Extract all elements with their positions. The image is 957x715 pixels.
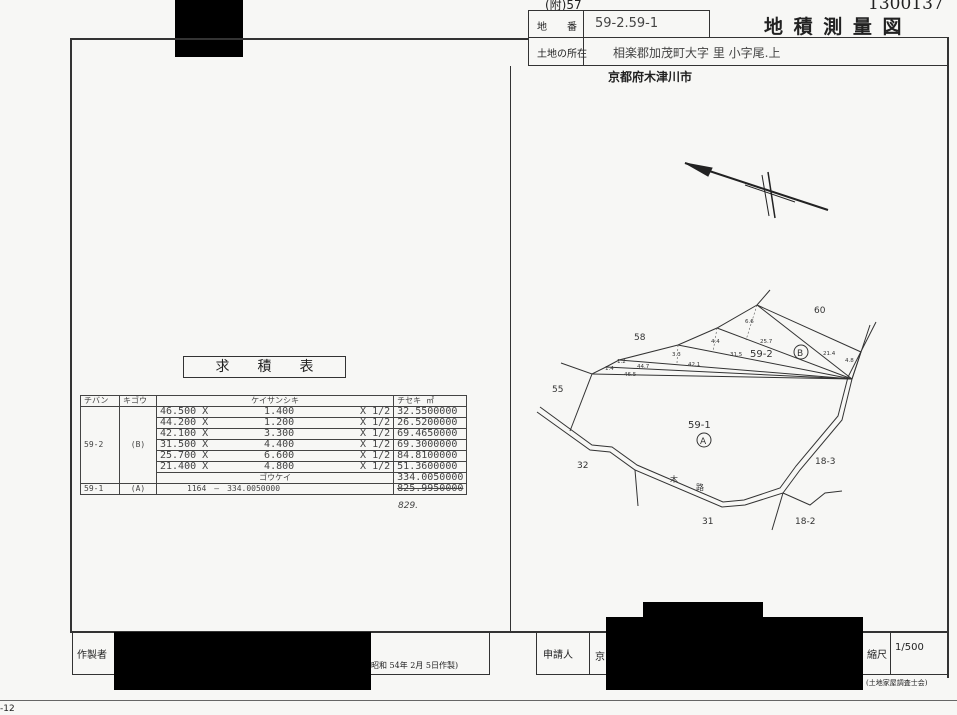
redaction-block	[114, 632, 371, 690]
frame-bottom	[70, 631, 949, 633]
frame-divider	[510, 66, 511, 632]
dim-label: 31.5	[730, 352, 743, 358]
table-header-row: チバン キゴウ ケイサンシキ チセキ ㎡	[80, 395, 468, 407]
formula-cell: 1164 — 334.0050000	[155, 483, 395, 495]
divider	[589, 632, 590, 674]
frame-top	[70, 38, 528, 40]
label-31: 31	[702, 517, 713, 527]
mark-b-circle	[793, 344, 809, 360]
dim-label: 25.7	[760, 339, 773, 345]
dim-label: 3.3	[672, 352, 681, 358]
redaction-block	[606, 617, 863, 690]
lot-number-value: 59-2.59-1	[595, 16, 659, 31]
label-55: 55	[552, 385, 563, 395]
divider	[583, 38, 584, 65]
label-18-2: 18-2	[795, 517, 815, 527]
frame-right	[947, 38, 949, 678]
document-number: 1300137	[868, 0, 944, 14]
height-cell: 6.600	[211, 450, 298, 462]
op-cell: X	[199, 439, 212, 451]
label-59-2: 59-2	[750, 349, 773, 360]
label-32: 32	[577, 461, 588, 471]
dim-label: 1.2	[617, 359, 626, 365]
height-cell: 3.300	[211, 428, 298, 440]
mark-b: B	[797, 349, 803, 359]
mark-a: A	[700, 437, 707, 447]
op-cell: X	[199, 461, 212, 473]
scale-label: 縮尺	[867, 650, 887, 661]
height-cell: 4.400	[211, 439, 298, 451]
divider	[890, 632, 891, 674]
association-label: (土地家屋調査士会)	[866, 679, 928, 687]
dim-label: 1.4	[605, 366, 614, 372]
label-58: 58	[634, 333, 646, 343]
height-cell: 4.800	[211, 461, 298, 473]
mark-cell: (A)	[119, 483, 157, 495]
dim-label: 4.8	[845, 358, 854, 364]
location-box: 土地の所在 相楽郡加茂町大字 里 小字尾.上	[528, 37, 949, 66]
location-label: 土地の所在	[537, 49, 587, 60]
op-cell: X	[199, 417, 212, 429]
table-title: 求 積 表	[183, 356, 346, 378]
dim-label: 44.7	[637, 364, 650, 370]
height-cell: 1.200	[211, 417, 298, 429]
location-value: 相楽郡加茂町大字 里 小字尾.上	[613, 46, 781, 60]
road-label-2: 路	[696, 482, 704, 492]
mark-a-circle	[696, 432, 712, 448]
mark-cell: (B)	[119, 406, 157, 484]
dim-label: 21.4	[823, 351, 836, 357]
redaction-block	[175, 0, 243, 57]
area-correction: 829.	[398, 501, 419, 511]
op-cell: X	[199, 450, 212, 462]
dim-label: 46.5	[624, 372, 637, 378]
op-cell: X	[199, 406, 212, 418]
label-18-3: 18-3	[815, 457, 835, 467]
creation-date: 昭和 54年 2月 5日作製)	[371, 661, 459, 670]
author-label: 作製者	[77, 650, 107, 661]
page-mark: -12	[0, 704, 15, 714]
area-cell: 825.9950000	[393, 483, 468, 495]
annotation-top: (附)57	[545, 0, 582, 12]
label-59-1: 59-1	[688, 420, 711, 431]
dim-label: 42.1	[688, 362, 700, 368]
applicant-label: 申請人	[543, 650, 573, 661]
dim-label: 4.4	[711, 339, 720, 345]
height-cell: 1.400	[211, 406, 298, 418]
scale-value: 1/500	[895, 642, 924, 653]
op-cell: X	[199, 428, 212, 440]
dim-label: 6.6	[745, 319, 754, 325]
parcel-lines	[536, 289, 877, 531]
frame-left	[70, 38, 72, 632]
table-row: 59-1 (A) 1164 — 334.0050000 825.9950000	[80, 483, 468, 495]
redaction-block	[643, 602, 763, 618]
divider	[583, 11, 584, 37]
location-correction: 京都府木津川市	[608, 70, 693, 84]
north-arrow-icon	[684, 162, 829, 219]
road-label-1: 木	[670, 474, 678, 484]
applicant-name-partial: 京	[595, 652, 605, 663]
page-edge	[0, 700, 957, 701]
lot-cell: 59-1	[80, 483, 120, 495]
document-title: 地 積 測 量 図	[764, 16, 904, 38]
dimension-labels: 46.5 44.7 42.1 31.5 25.7 21.4 1.4 1.2 3.…	[605, 319, 854, 378]
label-60: 60	[814, 306, 826, 316]
height-lines	[676, 304, 758, 364]
lot-number-label: 地 番	[537, 22, 577, 33]
